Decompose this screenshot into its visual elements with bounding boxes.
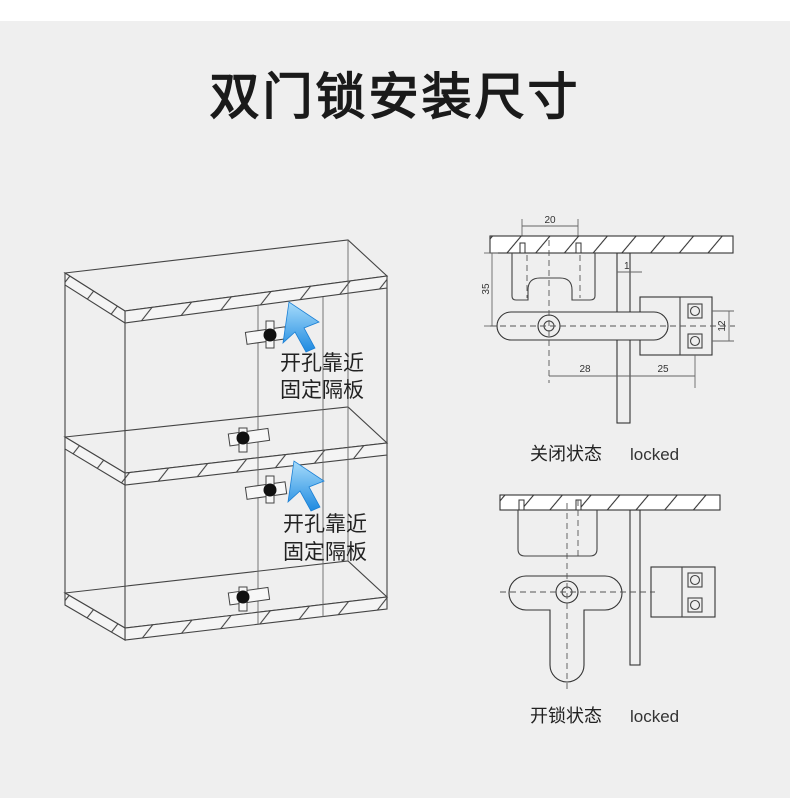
screw-slot — [575, 242, 582, 254]
catch-hole-frame — [687, 572, 703, 588]
state-label: 关闭状态 — [530, 444, 602, 464]
catch-hole — [689, 599, 701, 611]
lock-body — [511, 253, 596, 301]
catch-hole — [689, 335, 701, 347]
screw-slot — [519, 242, 526, 254]
strike-plate — [629, 509, 641, 666]
pointer-arrow-icon — [282, 301, 320, 353]
keyhole-dot — [236, 590, 250, 604]
page-title: 双门锁安装尺寸 — [210, 69, 581, 125]
door-lock — [227, 586, 271, 612]
dim-label: 25 — [657, 364, 669, 375]
dim-label: 1 — [624, 261, 630, 272]
state-label-en: locked — [630, 445, 679, 464]
catch-hole — [689, 305, 701, 317]
cabinet-drawing: 开孔靠近 固定隔板 开孔靠近 固定隔板 — [63, 239, 389, 641]
dim-label: 20 — [544, 215, 556, 226]
door-lock — [244, 320, 288, 349]
catch-hole-frame — [687, 597, 703, 613]
catch-hole — [689, 574, 701, 586]
callout-line-2: 固定隔板 — [283, 541, 367, 564]
screw-slot — [518, 499, 525, 511]
lock-body — [517, 510, 598, 557]
pointer-arrow-icon — [287, 460, 325, 512]
keyhole-dot — [263, 328, 277, 342]
dim-label: 12 — [717, 320, 728, 332]
keyhole-dot — [263, 483, 277, 497]
keyhole-dot — [236, 431, 250, 445]
state-label-en: locked — [630, 707, 679, 726]
catch-hole-frame — [687, 303, 703, 319]
dim-label: 28 — [579, 364, 591, 375]
state-label: 开锁状态 — [530, 706, 602, 726]
top-band — [0, 0, 790, 21]
callout-line-1: 开孔靠近 — [280, 352, 364, 375]
bottom-shelf-side-edge — [64, 592, 126, 641]
callout-line-1: 开孔靠近 — [283, 513, 367, 536]
catch-block — [650, 566, 716, 618]
dim-label: 35 — [481, 283, 492, 295]
closed-state-drawing: 20 1 35 1 — [481, 215, 735, 464]
callout-line-2: 固定隔板 — [280, 379, 364, 402]
screw-slot — [575, 499, 582, 511]
door-lock — [244, 475, 288, 504]
mounting-plate — [499, 494, 721, 511]
open-state-drawing: 开锁状态 locked — [499, 494, 721, 726]
catch-hole-frame — [687, 333, 703, 349]
mounting-plate — [489, 235, 734, 254]
door-lock — [227, 427, 271, 453]
